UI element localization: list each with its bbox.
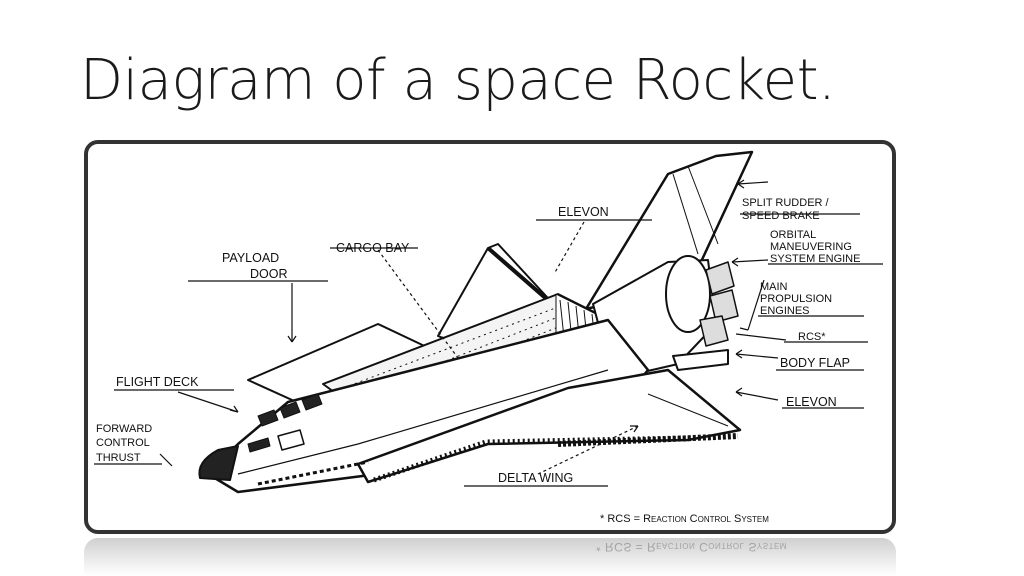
label-rcs: RCS*: [798, 331, 826, 343]
label-forward-1: FORWARD: [96, 423, 152, 435]
label-payload-door-1: PAYLOAD: [222, 251, 279, 265]
label-cargo-bay: CARGO BAY: [336, 241, 410, 255]
label-oms-2: MANEUVERING: [770, 241, 852, 253]
diagram-frame: ELEVON SPLIT RUDDER / SPEED BRAKE ORBITA…: [84, 140, 896, 534]
label-oms-3: SYSTEM ENGINE: [770, 253, 860, 265]
reflection-note: * RCS = Reaction Control System: [596, 540, 787, 554]
main-engines: [699, 261, 739, 347]
label-forward-2: CONTROL: [96, 437, 150, 449]
label-split-rudder-1: SPLIT RUDDER /: [742, 197, 830, 209]
label-oms-1: ORBITAL: [770, 229, 816, 241]
label-body-flap: BODY FLAP: [780, 356, 850, 370]
label-elevon-bottom: ELEVON: [786, 395, 837, 409]
label-main-prop-1: MAIN: [760, 281, 788, 293]
label-delta-wing: DELTA WING: [498, 471, 573, 485]
label-main-prop-2: PROPULSION: [760, 293, 832, 305]
label-split-rudder-2: SPEED BRAKE: [742, 210, 820, 222]
leader-lines: [94, 179, 883, 487]
label-payload-door-2: DOOR: [250, 267, 288, 281]
label-forward-3: THRUST: [96, 452, 141, 464]
slide-title: Diagram of a space Rocket.: [80, 48, 836, 113]
cockpit-windows: [247, 393, 323, 453]
label-rcs-note: * RCS = Reaction Control System: [600, 513, 769, 525]
shuttle-drawing: [198, 150, 754, 494]
space-shuttle-diagram: ELEVON SPLIT RUDDER / SPEED BRAKE ORBITA…: [94, 150, 883, 525]
diagram-labels: ELEVON SPLIT RUDDER / SPEED BRAKE ORBITA…: [96, 197, 860, 525]
label-main-prop-3: ENGINES: [760, 305, 810, 317]
label-elevon-top: ELEVON: [558, 205, 609, 219]
diagram-reflection: * RCS = Reaction Control System: [84, 538, 896, 576]
label-flight-deck: FLIGHT DECK: [116, 375, 199, 389]
